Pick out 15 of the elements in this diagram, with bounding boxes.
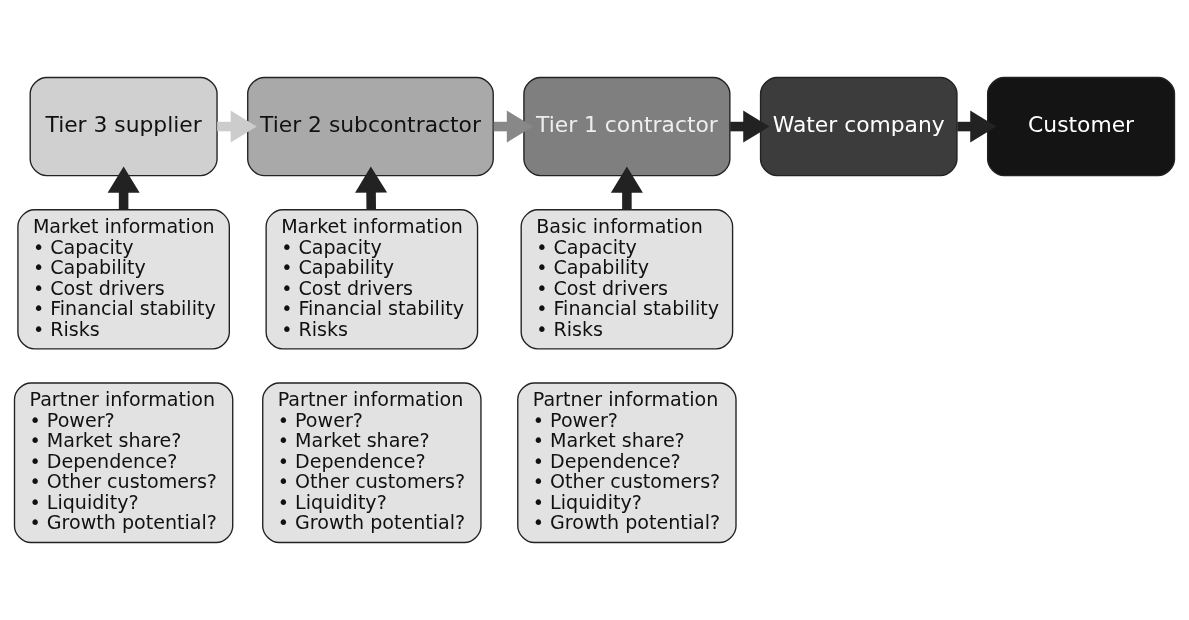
node-box: Tier 2 subcontractor bbox=[247, 76, 494, 177]
arrow bbox=[217, 110, 257, 143]
node-box: Customer bbox=[986, 76, 1176, 177]
arrow bbox=[107, 166, 140, 210]
node-box: Tier 1 contractor bbox=[523, 76, 731, 177]
arrow bbox=[355, 166, 388, 210]
node-box: Market information • Capacity • Capability • Cost drivers • Financial stability • Risks bbox=[265, 209, 479, 350]
node-box: Basic information • Capacity • Capability • Cost drivers • Financial stability • Risks bbox=[520, 209, 734, 350]
node-box: Market information • Capacity • Capability • Cost drivers • Financial stability • Risks bbox=[17, 209, 230, 350]
node-box: Tier 3 supplier bbox=[29, 76, 218, 177]
node-box: Partner information • Power? • Market share? • Dependence? • Other customers? • Liquidity? • Growth potential? bbox=[13, 382, 234, 544]
node-box: Water company bbox=[759, 76, 958, 177]
node-box: Partner information • Power? • Market share? • Dependence? • Other customers? • Liquidity? • Growth potential? bbox=[517, 382, 737, 544]
arrow bbox=[610, 166, 643, 210]
node-box: Partner information • Power? • Market share? • Dependence? • Other customers? • Liquidity? • Growth potential? bbox=[262, 382, 482, 544]
